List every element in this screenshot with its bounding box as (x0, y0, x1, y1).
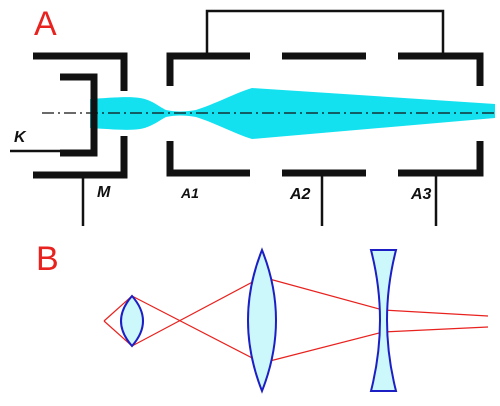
ray-upper-3 (261, 276, 384, 311)
ray-upper-2 (131, 295, 263, 364)
modulator-bottom (33, 136, 128, 179)
ray-lower-2 (131, 276, 263, 347)
panel-b-label: B (36, 240, 59, 278)
ray-upper-4 (382, 309, 489, 317)
anode-a1-bottom (166, 141, 250, 177)
a1-a3-connection-wire (205, 9, 445, 56)
ray-lower-3 (261, 331, 384, 364)
ray-lower-4 (382, 326, 489, 333)
light-rays (103, 276, 489, 364)
panel-a-label: A (34, 5, 57, 43)
small-convex-lens (120, 294, 144, 348)
anode-a3-bottom (398, 141, 484, 177)
modulator-label: M (97, 184, 111, 201)
anode-a1-top (166, 52, 250, 86)
cathode-electrode (60, 73, 98, 157)
anode-a3-top (398, 52, 484, 86)
anode-a1-label: A1 (180, 185, 199, 201)
modulator-top (33, 52, 128, 91)
anode-a3-label: A3 (410, 186, 432, 203)
anode-a2-label: A2 (289, 186, 311, 203)
ray-lower-1 (103, 320, 133, 347)
concave-lens (369, 249, 398, 392)
cathode-label: K (14, 129, 27, 146)
ray-upper-1 (103, 295, 133, 322)
large-convex-lens (247, 247, 277, 394)
